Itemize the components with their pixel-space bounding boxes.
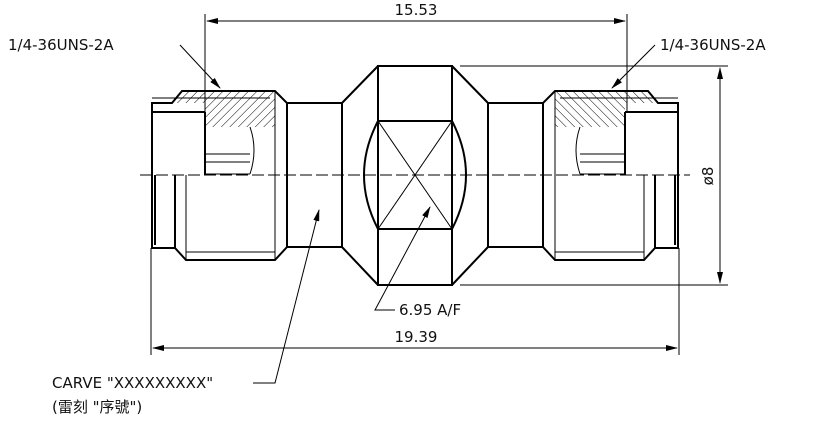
- dimension-19-39: 19.39: [150, 248, 680, 355]
- thread-label: 1/4-36UNS-2A: [660, 36, 766, 54]
- dimension-diameter: ø8: [460, 65, 728, 286]
- across-flats-callout: 6.95 A/F: [374, 206, 461, 319]
- across-flats-label: 6.95 A/F: [399, 301, 461, 319]
- thread-label: 1/4-36UNS-2A: [8, 36, 114, 54]
- dimension-label: 15.53: [395, 1, 438, 19]
- dimension-15-53: 15.53: [204, 1, 628, 112]
- left-coupling: [151, 65, 379, 286]
- dimension-label: 19.39: [395, 328, 438, 346]
- thread-callout-left: 1/4-36UNS-2A: [8, 36, 221, 89]
- dimension-label: ø8: [699, 167, 717, 186]
- carve-callout: CARVE "XXXXXXXXX" (雷刻 "序號"): [52, 209, 320, 416]
- carve-label-chinese: (雷刻 "序號"): [52, 398, 142, 416]
- thread-callout-right: 1/4-36UNS-2A: [611, 36, 766, 89]
- carve-label: CARVE "XXXXXXXXX": [52, 374, 213, 392]
